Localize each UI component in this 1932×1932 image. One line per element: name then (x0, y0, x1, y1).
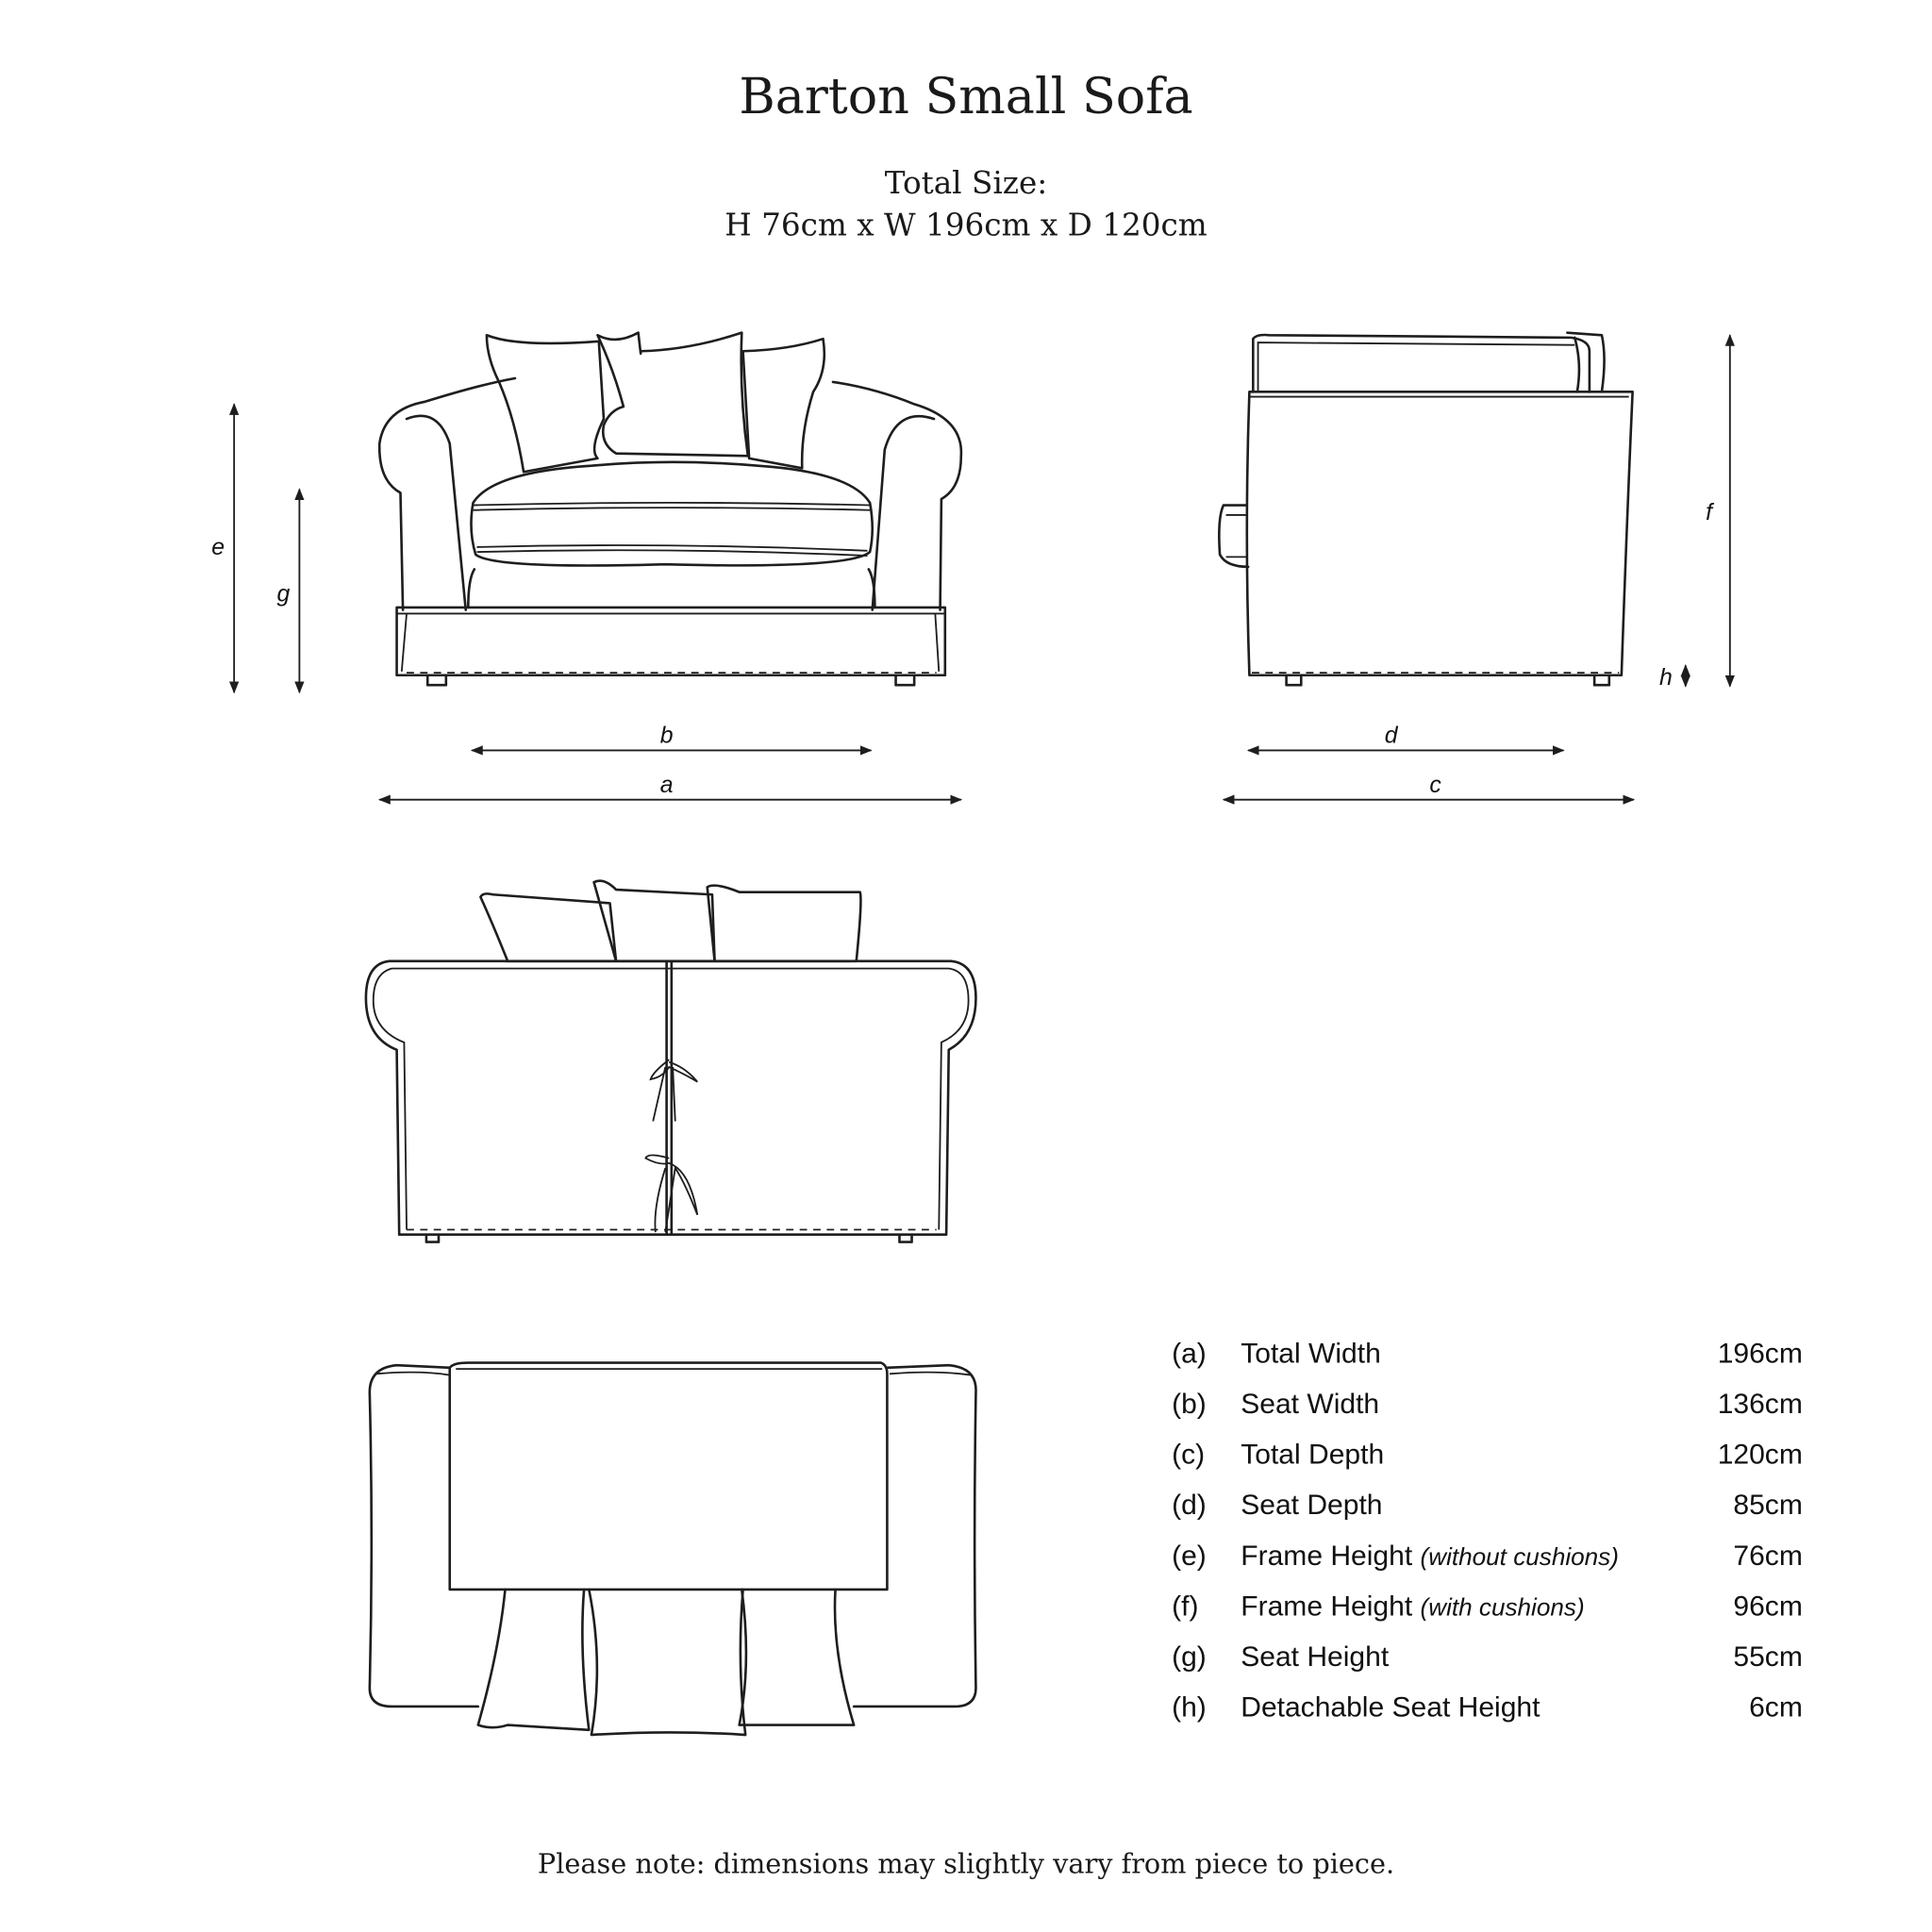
dimension-row: (b) Seat Width 136cm (1172, 1389, 1803, 1420)
row-key: (a) (1172, 1339, 1207, 1370)
dim-letter-c: c (1429, 773, 1441, 798)
row-value: 96cm (1733, 1591, 1802, 1622)
row-label: Seat Width (1241, 1389, 1379, 1420)
row-value: 6cm (1749, 1691, 1803, 1723)
row-key: (c) (1172, 1440, 1205, 1471)
back-view-drawing (364, 879, 977, 1243)
row-value: 136cm (1718, 1389, 1803, 1420)
dimension-row: (a) Total Width 196cm (1172, 1339, 1803, 1370)
dimension-row: (c) Total Depth 120cm (1172, 1440, 1803, 1471)
dim-letter-g: g (277, 581, 291, 607)
footnote: Please note: dimensions may slightly var… (538, 1847, 1394, 1879)
row-key: (h) (1172, 1691, 1207, 1723)
dim-letter-b: b (660, 724, 674, 749)
row-label: Seat Height (1241, 1641, 1390, 1673)
row-key: (f) (1172, 1591, 1198, 1622)
front-view-dimensions: e g b a (211, 403, 963, 805)
front-view-drawing (377, 331, 963, 687)
row-label: Frame Height (with cushions) (1241, 1591, 1584, 1622)
dim-letter-d: d (1385, 724, 1399, 749)
row-note: (without cushions) (1421, 1542, 1619, 1571)
total-size-value: H 76cm x W 196cm x D 120cm (724, 207, 1208, 242)
top-view-drawing (368, 1361, 977, 1737)
page-title: Barton Small Sofa (739, 69, 1192, 125)
dim-letter-e: e (211, 535, 225, 560)
row-label: Detachable Seat Height (1241, 1691, 1541, 1723)
row-label: Total Width (1241, 1339, 1381, 1370)
row-value: 120cm (1718, 1440, 1803, 1471)
total-size-label: Total Size: (885, 165, 1048, 201)
row-value: 76cm (1733, 1541, 1802, 1572)
dim-letter-a: a (660, 773, 674, 798)
row-label: Seat Depth (1241, 1490, 1382, 1521)
side-view-drawing (1218, 331, 1634, 687)
dim-letter-f: f (1706, 500, 1715, 525)
row-key: (b) (1172, 1389, 1207, 1420)
row-value: 55cm (1733, 1641, 1802, 1673)
side-view-dimensions: f h d c (1222, 333, 1735, 805)
row-label: Frame Height (without cushions) (1241, 1541, 1619, 1572)
dimension-row: (d) Seat Depth 85cm (1172, 1490, 1803, 1521)
dimension-row: (g) Seat Height 55cm (1172, 1641, 1803, 1673)
row-value: 196cm (1718, 1339, 1803, 1370)
row-key: (d) (1172, 1490, 1207, 1521)
dimension-row: (f) Frame Height (with cushions) 96cm (1172, 1591, 1803, 1622)
dimension-row: (e) Frame Height (without cushions) 76cm (1172, 1541, 1803, 1572)
row-label: Total Depth (1241, 1440, 1384, 1471)
row-note: (with cushions) (1421, 1592, 1585, 1621)
row-value: 85cm (1733, 1490, 1802, 1521)
dimension-row: (h) Detachable Seat Height 6cm (1172, 1691, 1803, 1723)
row-key: (g) (1172, 1641, 1207, 1673)
dim-letter-h: h (1659, 665, 1673, 691)
row-key: (e) (1172, 1541, 1207, 1572)
dimensions-table: (a) Total Width 196cm (b) Seat Width 136… (1172, 1339, 1803, 1724)
